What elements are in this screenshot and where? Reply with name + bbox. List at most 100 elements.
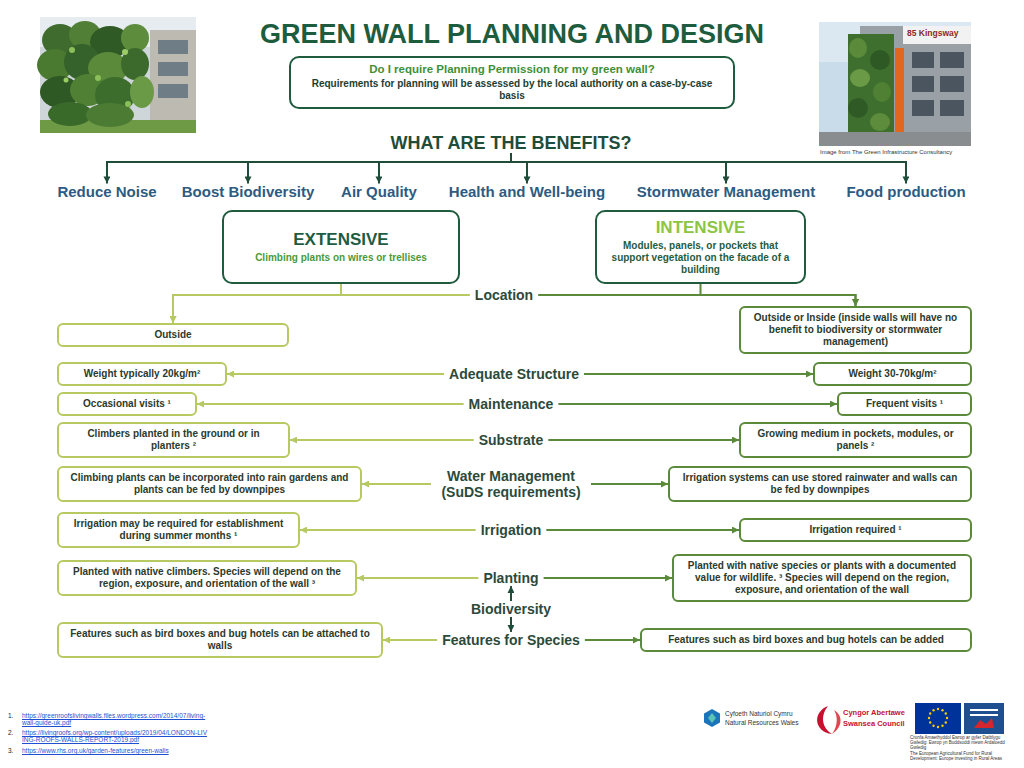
benefit-label: Boost Biodiversity [182, 183, 315, 200]
benefit-label: Reduce Noise [57, 183, 156, 200]
node-text: Requirements for planning will be assess… [305, 78, 719, 102]
intensive-box: Outside or Inside (inside walls will hav… [739, 306, 972, 354]
footnote-number: 2. [8, 729, 13, 736]
extensive-box: Occasional visits ¹ [57, 392, 197, 416]
criterion-label: Location [470, 287, 538, 303]
criterion-label: Substrate [474, 432, 549, 448]
logo-text: Swansea Council [843, 720, 905, 729]
green-wall-photo [37, 17, 196, 133]
criterion-label: Adequate Structure [444, 366, 584, 382]
benefit-label: Food production [846, 183, 965, 200]
connector-arrow [538, 295, 855, 306]
node-text: Irrigation systems can use stored rainwa… [678, 472, 962, 496]
node-text: Outside or Inside (inside walls will hav… [749, 312, 962, 348]
connector-arrow [558, 403, 837, 405]
connector-arrow [290, 439, 474, 441]
node-text: Location [475, 287, 533, 303]
connector-arrow [173, 284, 341, 323]
node-text: INTENSIVE [607, 218, 794, 238]
criterion-label: Maintenance [464, 396, 559, 412]
natural-resources-wales-logo [704, 709, 720, 727]
footnote-link: https://greenroofslivingwalls.files.word… [22, 712, 207, 727]
intensive-box: Irrigation systems can use stored rainwa… [668, 466, 972, 502]
diagram-title: GREEN WALL PLANNING AND DESIGN [210, 18, 814, 50]
node-text: Climbing plants on wires or trellises [234, 252, 448, 264]
benefit-label: Health and Well-being [449, 183, 605, 200]
criterion-label: Water Management (SuDS requirements) [431, 468, 591, 500]
criterion-label: Features for Species [437, 632, 585, 648]
connector-arrow [197, 403, 464, 405]
connector-arrow [357, 577, 478, 579]
logo-text: Cyfoeth Naturiol Cymru [725, 710, 793, 717]
swansea-council-logo [817, 706, 840, 734]
type-box: EXTENSIVE Climbing plants on wires or tre… [222, 210, 460, 284]
connector-arrow [107, 153, 511, 183]
node-text: Irrigation [481, 522, 542, 538]
logo-text: Cyngor Abertawe [843, 709, 905, 718]
node-text: Weight 30-70kg/m² [823, 368, 962, 380]
node-text: Maintenance [469, 396, 554, 412]
connector-arrow [362, 483, 431, 485]
node-text: Modules, panels, or pockets that support… [607, 240, 794, 276]
node-text: Adequate Structure [449, 366, 579, 382]
logo-text: Natural Resources Wales [725, 719, 798, 726]
connector-arrow [546, 529, 739, 531]
extensive-box: Planted with native climbers. Species wi… [57, 560, 357, 596]
intensive-box: Frequent visits ¹ [837, 392, 972, 416]
extensive-box: Features such as bird boxes and bug hote… [57, 622, 383, 658]
node-text: Health and Well-being [449, 183, 605, 200]
node-text: Climbing plants can be incorporated into… [67, 472, 352, 496]
funding-text: Cronfa Amaethyddol Ewrop ar gyfer Datbly… [910, 736, 1016, 751]
edge-label: Biodiversity [468, 601, 554, 617]
node-text: Substrate [479, 432, 544, 448]
connector-arrow [173, 295, 470, 323]
building-sign: 85 Kingsway [907, 29, 959, 39]
node-text: Growing medium in pockets, modules, or p… [749, 428, 962, 452]
extensive-box: Climbers planted in the ground or in pla… [57, 422, 290, 458]
connector-arrow [548, 439, 739, 441]
footnote-link: https://livingroofs.org/wp-content/uploa… [22, 729, 207, 744]
intensive-box: Features such as bird boxes and bug hote… [640, 628, 972, 652]
node-text: Boost Biodiversity [182, 183, 315, 200]
footnote-number: 3. [8, 747, 13, 754]
connector-arrow [248, 153, 511, 183]
node-text: Food production [846, 183, 965, 200]
node-text: Planting [483, 570, 538, 586]
living-wall-building-photo [819, 22, 971, 146]
node-text: EXTENSIVE [234, 230, 448, 250]
image-credit: Image from The Green Infrastructure Cons… [820, 149, 952, 156]
extensive-box: Outside [57, 323, 289, 347]
node-text: Features such as bird boxes and bug hote… [67, 628, 373, 652]
intensive-box: Planted with native species or plants wi… [672, 554, 972, 602]
node-text: Do I require Planning Permission for my … [305, 63, 719, 77]
node-text: Occasional visits ¹ [67, 398, 187, 410]
node-text: Water Management (SuDS requirements) [436, 468, 586, 500]
node-text: Climbers planted in the ground or in pla… [67, 428, 280, 452]
connector-arrow [511, 153, 527, 183]
extensive-box: Irrigation may be required for establish… [57, 512, 300, 548]
node-text: Planted with native species or plants wi… [682, 560, 962, 596]
welsh-government-logo [964, 703, 1004, 734]
node-text: WHAT ARE THE BENEFITS? [391, 133, 632, 154]
node-text: Stormwater Management [637, 183, 815, 200]
connector-arrow [379, 153, 511, 183]
node-text: Weight typically 20kg/m² [67, 368, 217, 380]
question-box: Do I require Planning Permission for my … [289, 56, 735, 109]
node-text: Reduce Noise [57, 183, 156, 200]
intensive-box: Irrigation required ¹ [739, 518, 972, 542]
type-box: INTENSIVEModules, panels, or pockets tha… [595, 210, 806, 284]
connector-arrow [227, 373, 444, 375]
criterion-label: Planting [478, 570, 543, 586]
connector-arrow [591, 483, 668, 485]
node-text: Air Quality [341, 183, 417, 200]
connector-arrow [511, 153, 906, 183]
criterion-label: Irrigation [476, 522, 547, 538]
footnote-number: 1. [8, 712, 13, 719]
extensive-box: Weight typically 20kg/m² [57, 362, 227, 386]
node-text: Irrigation required ¹ [749, 524, 962, 536]
extensive-box: Climbing plants can be incorporated into… [57, 466, 362, 502]
eu-flag [915, 703, 961, 734]
connector-arrow [511, 153, 726, 183]
benefit-label: Stormwater Management [637, 183, 815, 200]
funding-text: The European Agricultural Fund for Rural… [910, 752, 1016, 762]
